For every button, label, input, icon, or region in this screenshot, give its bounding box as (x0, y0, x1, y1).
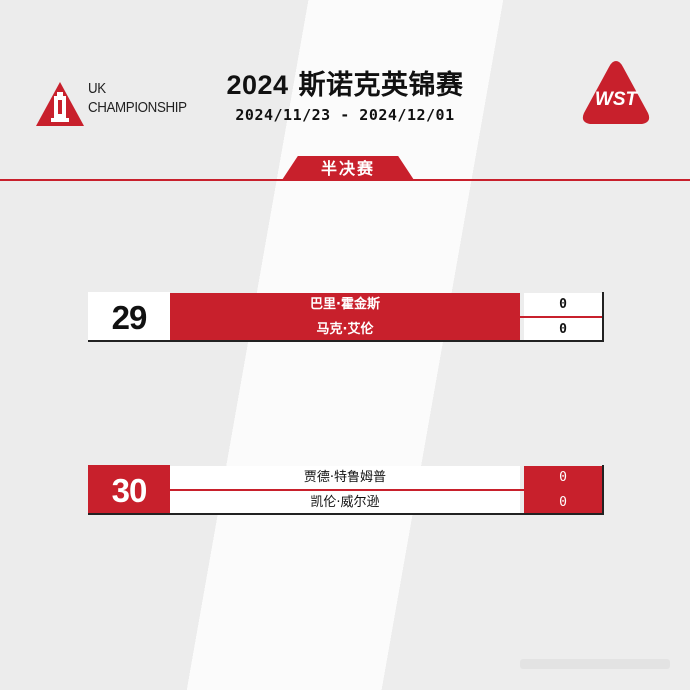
player-name: 马克·艾伦 (170, 318, 520, 341)
match-card[interactable]: 29 巴里·霍金斯 0 马克·艾伦 0 (88, 292, 604, 342)
logo-line-championship: CHAMPIONSHIP (88, 100, 187, 116)
match-number: 29 (88, 292, 170, 342)
event-dates: 2024/11/23 - 2024/12/01 (235, 106, 455, 124)
card-border-bottom (88, 340, 604, 342)
player-score: 0 (524, 466, 602, 489)
player-score: 0 (524, 293, 602, 316)
trophy-triangle-logo-icon (36, 82, 84, 126)
uk-championship-logo: UK CHAMPIONSHIP (34, 80, 187, 130)
row-separator (170, 316, 602, 318)
wst-triangle-logo-icon: WST (582, 61, 650, 124)
title-text: 斯诺克英锦赛 (298, 70, 464, 101)
wst-logo-text: WST (595, 89, 639, 110)
player-score: 0 (524, 491, 602, 514)
player-name: 巴里·霍金斯 (170, 293, 520, 316)
player-name: 凯伦·威尔逊 (170, 491, 520, 514)
round-divider (0, 179, 690, 181)
round-label: 半决赛 (282, 156, 414, 180)
uk-championship-text: UK CHAMPIONSHIP (88, 80, 187, 118)
card-border-right (602, 292, 604, 342)
watermark-icon (520, 659, 670, 669)
title-year: 2024 (226, 70, 289, 100)
row-separator (170, 489, 602, 491)
logo-line-uk: UK (88, 81, 106, 97)
player-name: 贾德·特鲁姆普 (170, 466, 520, 489)
player-score: 0 (524, 318, 602, 341)
match-card[interactable]: 30 贾德·特鲁姆普 0 凯伦·威尔逊 0 (88, 465, 604, 515)
page-title: 2024 斯诺克英锦赛 (0, 63, 690, 102)
match-number: 30 (88, 465, 170, 515)
card-border-bottom (88, 513, 604, 515)
card-border-right (602, 465, 604, 515)
wst-logo: WST (578, 58, 654, 128)
